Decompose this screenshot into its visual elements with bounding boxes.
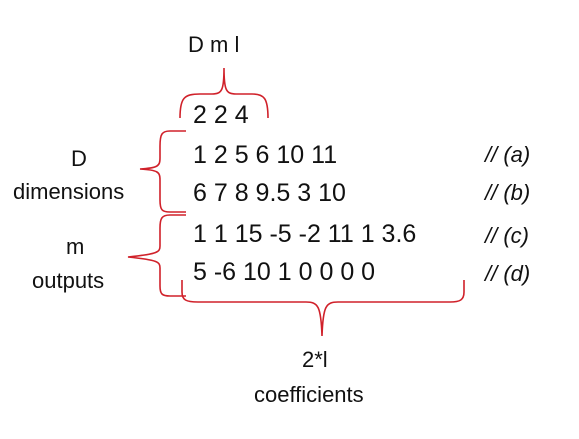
label-m: m [66, 234, 85, 259]
comment-c: // (c) [485, 223, 529, 248]
row-a: 1 2 5 6 10 11 [193, 141, 338, 169]
comment-d: // (d) [485, 261, 531, 286]
brace-top [179, 67, 269, 119]
label-dml: D m l [188, 32, 240, 57]
comment-b: // (b) [485, 180, 531, 205]
comment-a: // (a) [485, 142, 531, 167]
label-2l: 2*l [302, 347, 328, 372]
row-header: 2 2 4 [193, 101, 249, 129]
row-d: 5 -6 10 1 0 0 0 0 [193, 258, 376, 286]
brace-bottom [181, 280, 465, 337]
brace-d [139, 130, 186, 213]
label-coefficients: coefficients [254, 382, 364, 407]
label-d: D [71, 146, 87, 171]
brace-m [127, 214, 186, 297]
label-dimensions: dimensions [13, 179, 125, 204]
row-c: 1 1 15 -5 -2 11 1 3.6 [193, 220, 417, 248]
label-outputs: outputs [32, 268, 105, 293]
row-b: 6 7 8 9.5 3 10 [193, 179, 346, 207]
